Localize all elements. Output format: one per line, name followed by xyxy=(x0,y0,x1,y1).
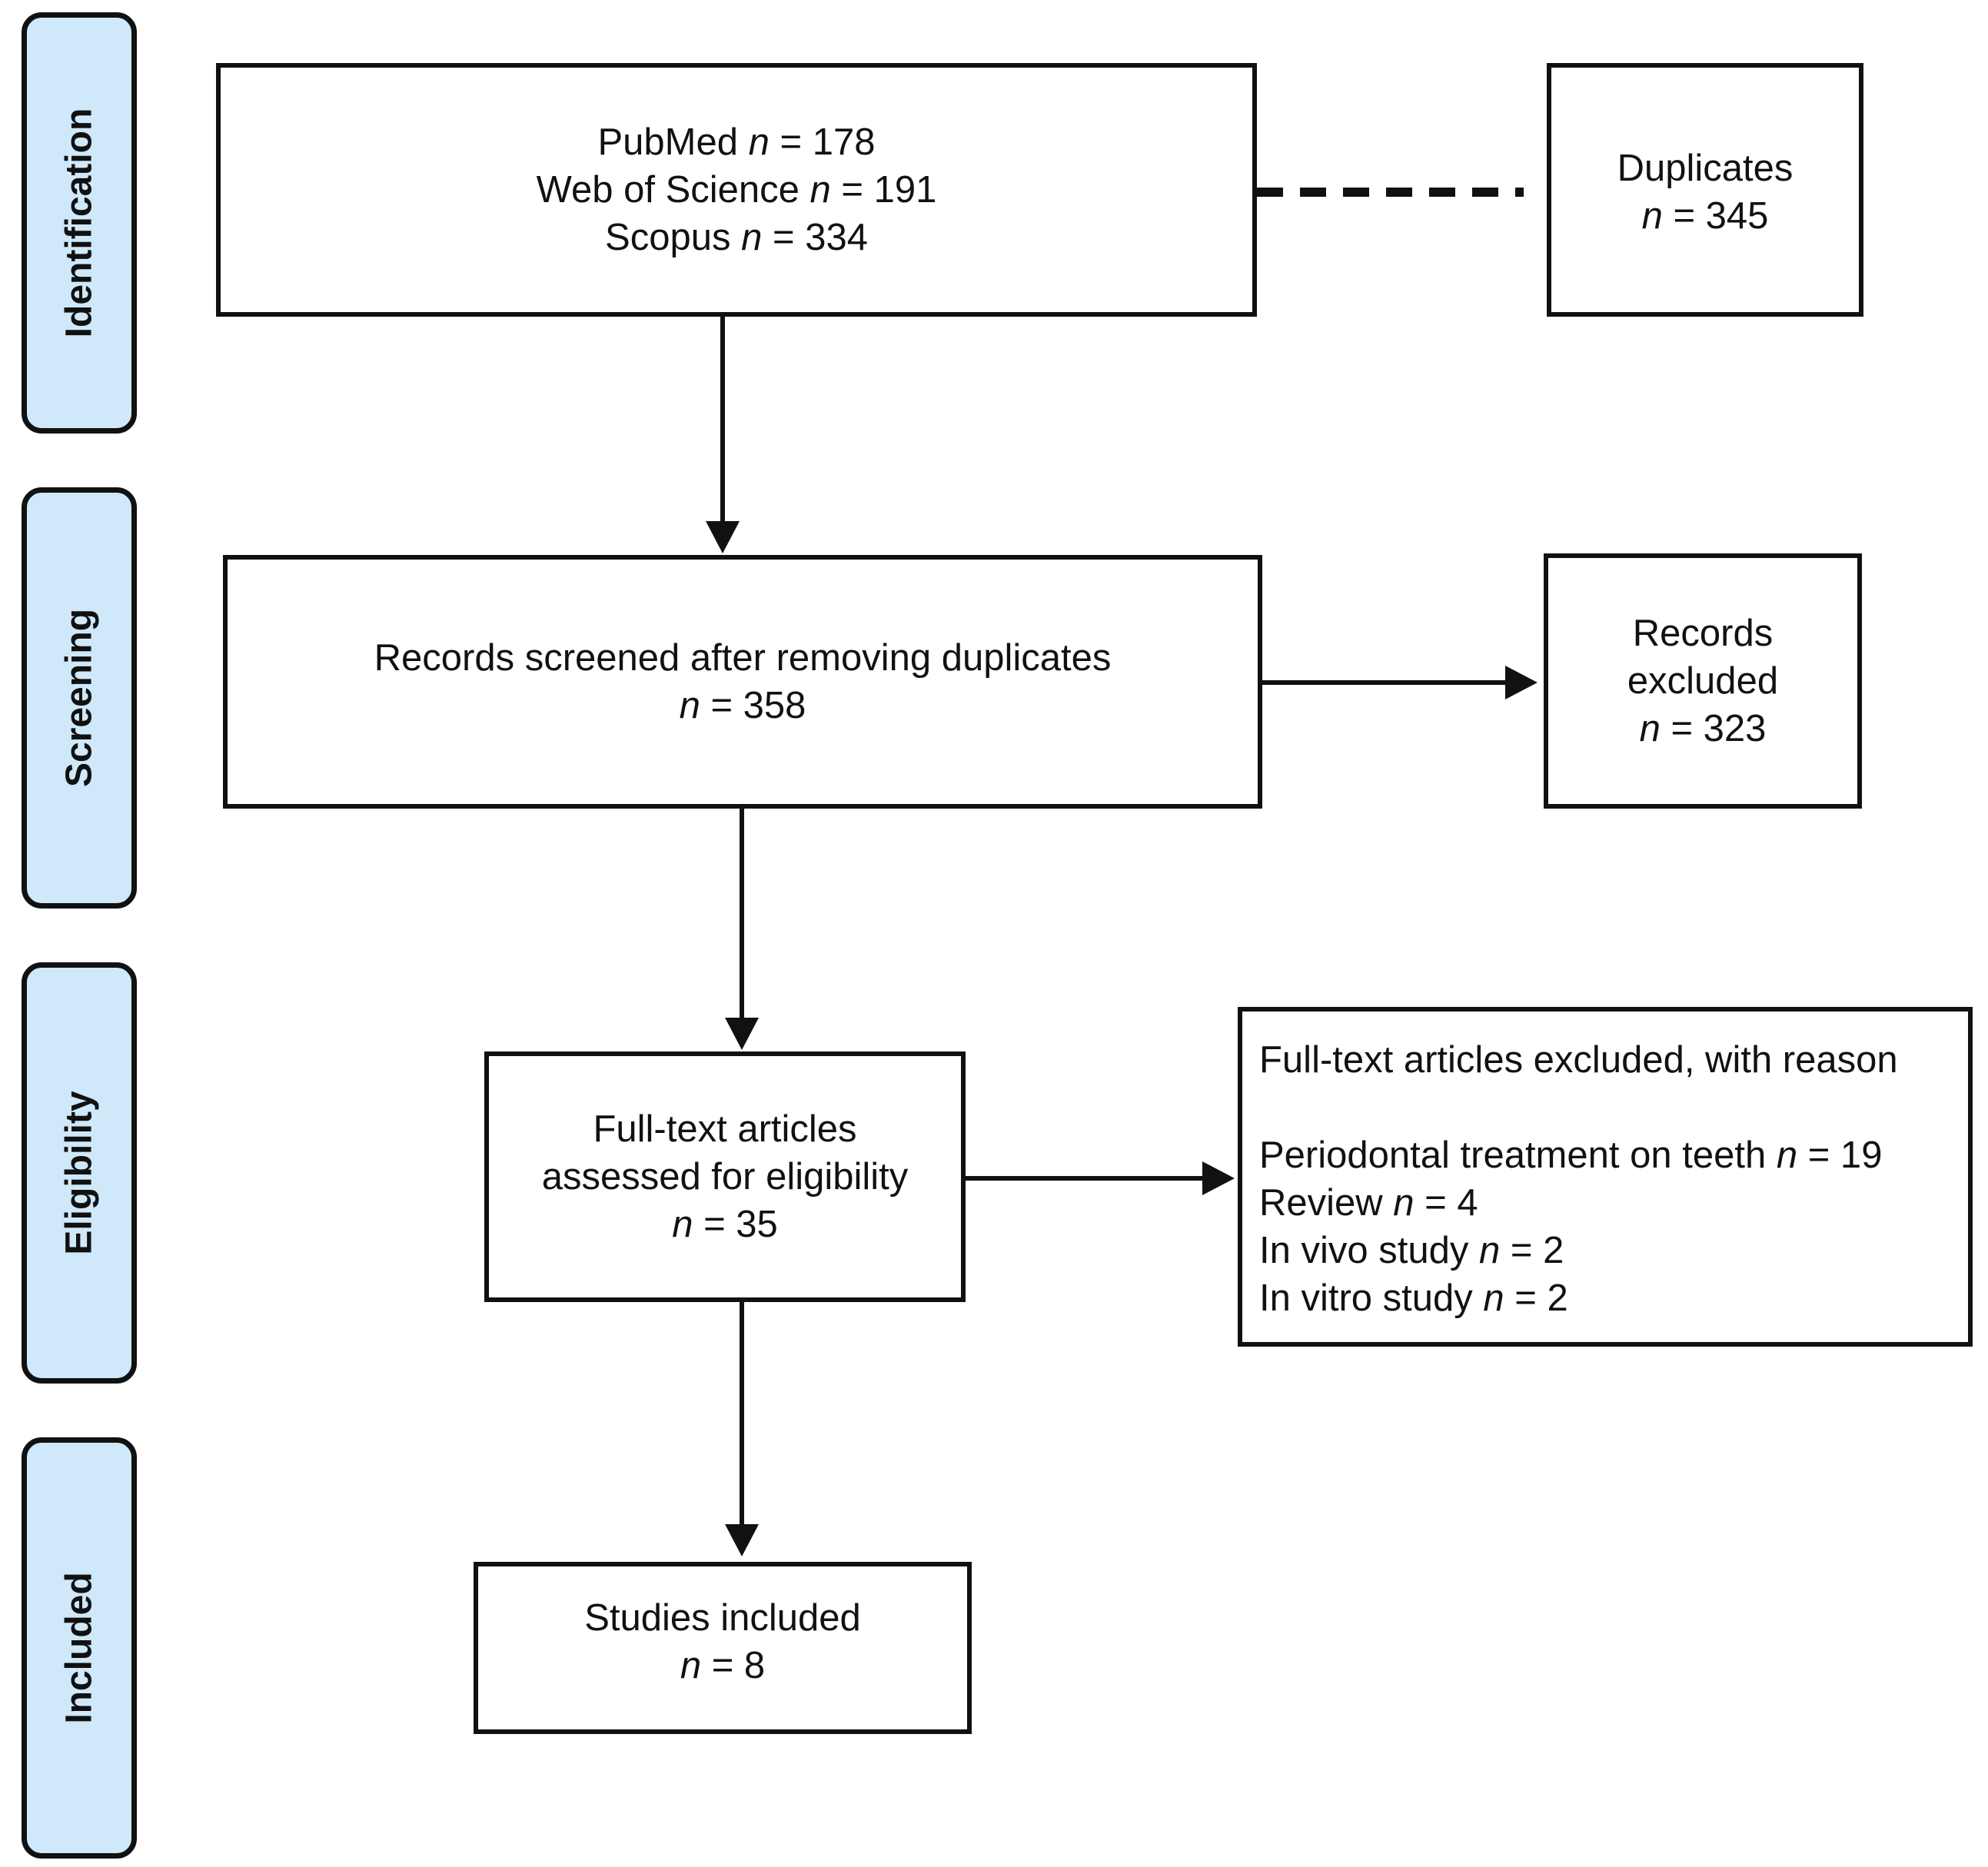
reason-count: = 2 xyxy=(1504,1277,1568,1319)
duplicates-title: Duplicates xyxy=(1617,148,1794,189)
included-count-line: n = 8 xyxy=(680,1642,765,1689)
source-wos-count: = 191 xyxy=(830,169,937,211)
phase-eligibility: Eligibility xyxy=(22,962,137,1384)
arrowhead-eligibility-to-reasons xyxy=(1202,1161,1235,1195)
records-excluded-box: Records excluded n = 323 xyxy=(1544,553,1862,809)
reason-item: Review n = 4 xyxy=(1259,1179,1478,1227)
fulltext-count-line: n = 35 xyxy=(672,1201,778,1248)
reasons-title: Full-text articles excluded, with reason xyxy=(1259,1039,1898,1081)
reason-label: Review xyxy=(1259,1182,1394,1224)
records-screened-box: Records screened after removing duplicat… xyxy=(223,555,1262,809)
reason-item: In vitro study n = 2 xyxy=(1259,1274,1568,1322)
excluded-count: = 323 xyxy=(1660,708,1767,749)
reason-count: = 4 xyxy=(1414,1182,1478,1224)
duplicates-n: n xyxy=(1641,195,1663,237)
arrowhead-eligibility-to-included xyxy=(725,1524,759,1556)
reason-n: n xyxy=(1776,1134,1798,1176)
arrowhead-screening-to-excluded xyxy=(1505,666,1538,699)
screened-count-line: n = 358 xyxy=(680,682,806,729)
reason-item: In vivo study n = 2 xyxy=(1259,1227,1564,1274)
excluded-line1: Records xyxy=(1632,613,1774,654)
screened-count: = 358 xyxy=(700,685,806,726)
arrowhead-identification-to-screening xyxy=(706,521,740,553)
fulltext-excluded-reasons-box: Full-text articles excluded, with reason… xyxy=(1238,1007,1973,1347)
phase-identification: Identification xyxy=(22,12,137,434)
reason-label: In vitro study xyxy=(1259,1277,1484,1319)
fulltext-line2: assessed for eligibility xyxy=(541,1156,909,1198)
reason-n: n xyxy=(1478,1230,1501,1271)
phase-screening: Screening xyxy=(22,487,137,909)
screened-n: n xyxy=(679,685,700,726)
source-scopus-n: n xyxy=(741,217,763,258)
source-wos-n: n xyxy=(809,169,831,211)
reason-count: = 19 xyxy=(1797,1134,1883,1176)
duplicates-count: = 345 xyxy=(1662,195,1769,237)
excluded-n: n xyxy=(1639,708,1661,749)
included-title: Studies included xyxy=(584,1597,861,1639)
duplicates-box: Duplicates n = 345 xyxy=(1547,63,1863,317)
reason-n: n xyxy=(1393,1182,1415,1224)
source-pubmed-count: = 178 xyxy=(769,121,876,163)
reason-n: n xyxy=(1483,1277,1504,1319)
source-pubmed: PubMed n = 178 xyxy=(598,118,876,166)
reason-label: Periodontal treatment on teeth xyxy=(1259,1134,1777,1176)
reason-item: Periodontal treatment on teeth n = 19 xyxy=(1259,1131,1882,1179)
phase-included: Included xyxy=(22,1437,137,1859)
included-n: n xyxy=(680,1645,702,1686)
fulltext-count: = 35 xyxy=(693,1204,778,1245)
source-scopus-count: = 334 xyxy=(762,217,868,258)
excluded-count-line: n = 323 xyxy=(1640,705,1767,752)
fulltext-line1: Full-text articles xyxy=(593,1108,857,1150)
source-web-of-science: Web of Science n = 191 xyxy=(537,166,937,214)
fulltext-n: n xyxy=(672,1204,693,1245)
reason-label: In vivo study xyxy=(1259,1230,1479,1271)
identification-sources-box: PubMed n = 178 Web of Science n = 191 Sc… xyxy=(216,63,1257,317)
source-scopus-name: Scopus xyxy=(605,217,742,258)
studies-included-box: Studies included n = 8 xyxy=(474,1562,972,1734)
excluded-line2: excluded xyxy=(1627,660,1779,702)
fulltext-assessed-box: Full-text articles assessed for eligibil… xyxy=(484,1051,966,1302)
source-pubmed-name: PubMed xyxy=(597,121,749,163)
duplicates-count-line: n = 345 xyxy=(1642,192,1769,240)
arrowhead-screening-to-eligibility xyxy=(725,1018,759,1050)
included-count: = 8 xyxy=(701,1645,766,1686)
source-pubmed-n: n xyxy=(748,121,770,163)
source-wos-name: Web of Science xyxy=(536,169,810,211)
reason-count: = 2 xyxy=(1500,1230,1564,1271)
screened-title: Records screened after removing duplicat… xyxy=(374,637,1112,679)
source-scopus: Scopus n = 334 xyxy=(605,214,868,261)
